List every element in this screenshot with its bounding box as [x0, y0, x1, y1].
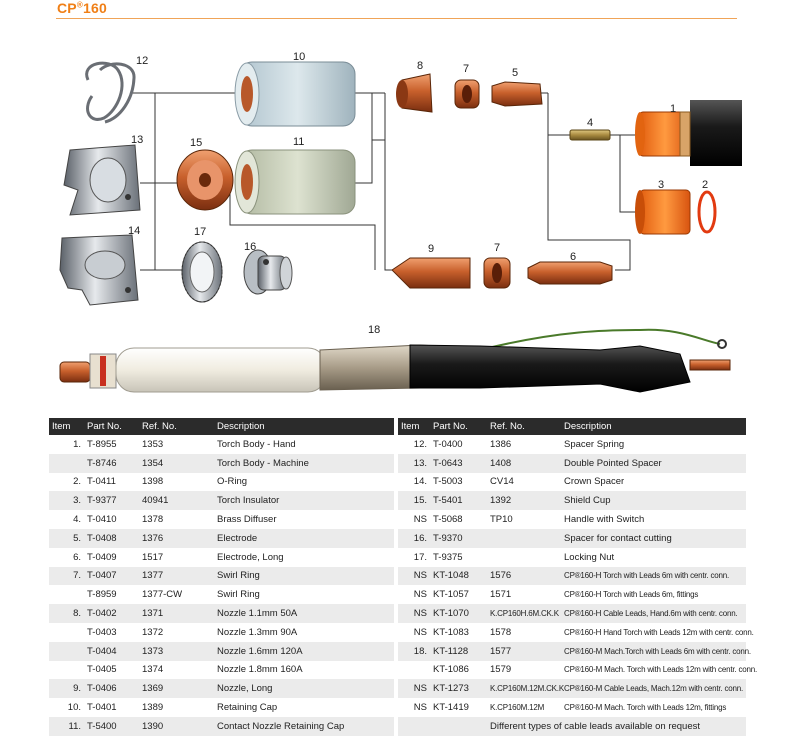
torch-body-part [635, 100, 742, 166]
torch-with-leads-part [59, 328, 731, 393]
callout-8: 8 [417, 60, 423, 72]
callout-14: 14 [128, 225, 140, 237]
nozzle-part [396, 73, 433, 113]
callout-6: 6 [570, 251, 576, 263]
callout-10: 10 [293, 51, 305, 63]
crown-spacer-part [59, 234, 139, 306]
callout-11: 11 [293, 136, 304, 148]
long-nozzle-part [391, 257, 471, 289]
brass-diffuser-part [569, 129, 611, 141]
electrode-part [491, 81, 543, 107]
locking-nut-part [181, 241, 223, 303]
contact-cutting-spacer-part [243, 249, 293, 295]
col-desc: Description [561, 418, 746, 435]
page-title: CP®160 [57, 0, 107, 16]
callout-12: 12 [136, 55, 148, 67]
callout-16: 16 [244, 241, 256, 253]
callout-3: 3 [658, 179, 664, 191]
swirl-ring-part [454, 79, 480, 109]
col-item: Item [398, 418, 430, 435]
table-row: Different types of cable leads available… [398, 716, 746, 736]
col-part: Part No. [430, 418, 487, 435]
contact-retaining-cap-part [234, 149, 356, 215]
exploded-parts-diagram: 1 2 3 4 5 6 7 7 8 9 10 11 12 13 14 15 16… [59, 51, 742, 393]
table-header-row: Item Part No. Ref. No. Description [398, 418, 746, 435]
callout-7: 7 [463, 63, 469, 75]
double-pointed-spacer-part [63, 144, 141, 216]
col-part: Part No. [84, 418, 139, 435]
callout-17: 17 [194, 226, 206, 238]
callout-5: 5 [512, 67, 518, 79]
o-ring-part [697, 190, 717, 234]
callout-2: 2 [702, 179, 708, 191]
swirl-ring-part-2 [483, 257, 511, 289]
callout-7b: 7 [494, 242, 500, 254]
col-ref: Ref. No. [139, 418, 214, 435]
callout-9: 9 [428, 243, 434, 255]
callout-18: 18 [368, 324, 380, 336]
title-divider [56, 18, 737, 19]
torch-insulator-part [635, 189, 691, 235]
callout-numbers: 1 2 3 4 5 6 7 7 8 9 10 11 12 13 14 15 16… [128, 51, 708, 336]
callout-13: 13 [131, 134, 143, 146]
callout-1: 1 [670, 103, 676, 115]
spacer-spring-part [85, 61, 136, 124]
parts-table-left: Item Part No. Ref. No. Description 1.T-8… [49, 418, 394, 736]
col-ref: Ref. No. [487, 418, 561, 435]
callout-15: 15 [190, 137, 202, 149]
retaining-cap-part [234, 61, 356, 127]
shield-cup-part [176, 149, 234, 211]
callout-4: 4 [587, 117, 593, 129]
col-desc: Description [214, 418, 394, 435]
table-header-row: Item Part No. Ref. No. Description [49, 418, 394, 435]
parts-table-right: Item Part No. Ref. No. Description 12.T-… [398, 418, 758, 736]
long-electrode-part [527, 261, 613, 285]
col-item: Item [49, 418, 84, 435]
